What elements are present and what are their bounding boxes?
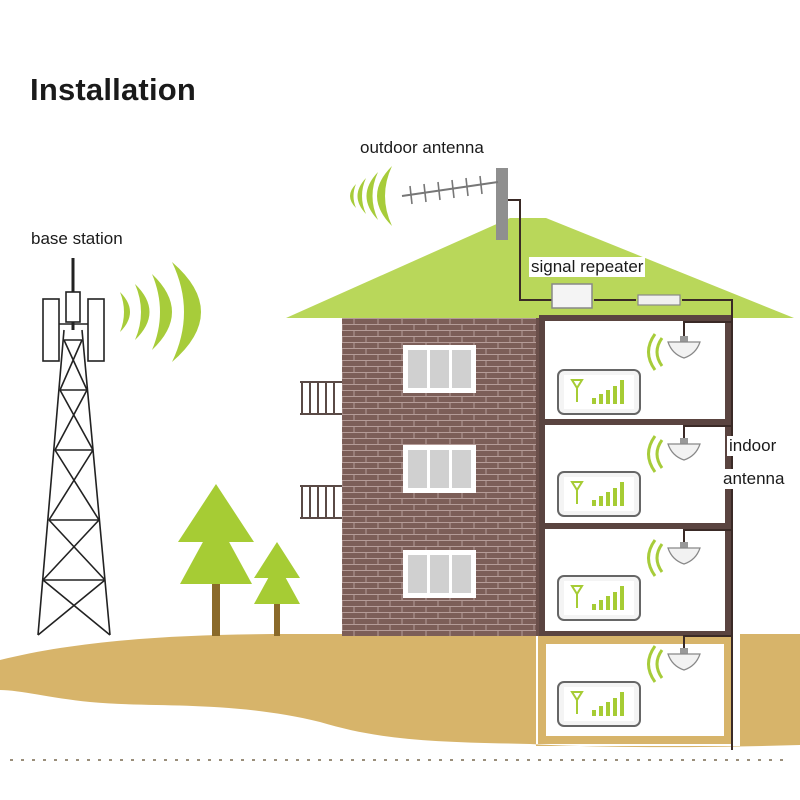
- phone-signal-icon: [557, 369, 641, 415]
- phone-signal-icon: [557, 575, 641, 621]
- label-signal-repeater: signal repeater: [529, 257, 646, 277]
- signal-repeater-device: [551, 283, 681, 309]
- base-station-signal-waves: [120, 262, 201, 362]
- window: [403, 445, 476, 493]
- tree-large: [178, 484, 254, 636]
- indoor-antenna: [647, 645, 701, 683]
- window: [403, 345, 476, 393]
- balcony: [300, 485, 342, 519]
- cables: [508, 199, 733, 750]
- page-title: Installation: [30, 72, 197, 107]
- phone-signal-icon: [557, 681, 641, 727]
- indoor-antenna: [647, 539, 701, 577]
- label-base-station: base station: [31, 229, 123, 248]
- tree-small: [254, 542, 300, 636]
- base-station-tower: [37, 258, 111, 636]
- balcony: [300, 381, 342, 415]
- label-outdoor-antenna: outdoor antenna: [360, 138, 484, 157]
- outdoor-antenna: [401, 168, 508, 240]
- indoor-antenna: [647, 333, 701, 371]
- phone-signal-icon: [557, 471, 641, 517]
- label-indoor-antenna-line1: indoor: [727, 436, 779, 456]
- label-indoor-antenna-line2: antenna: [721, 469, 787, 489]
- indoor-antenna: [647, 435, 701, 473]
- window: [403, 550, 476, 598]
- outdoor-antenna-signal-waves: [350, 166, 392, 226]
